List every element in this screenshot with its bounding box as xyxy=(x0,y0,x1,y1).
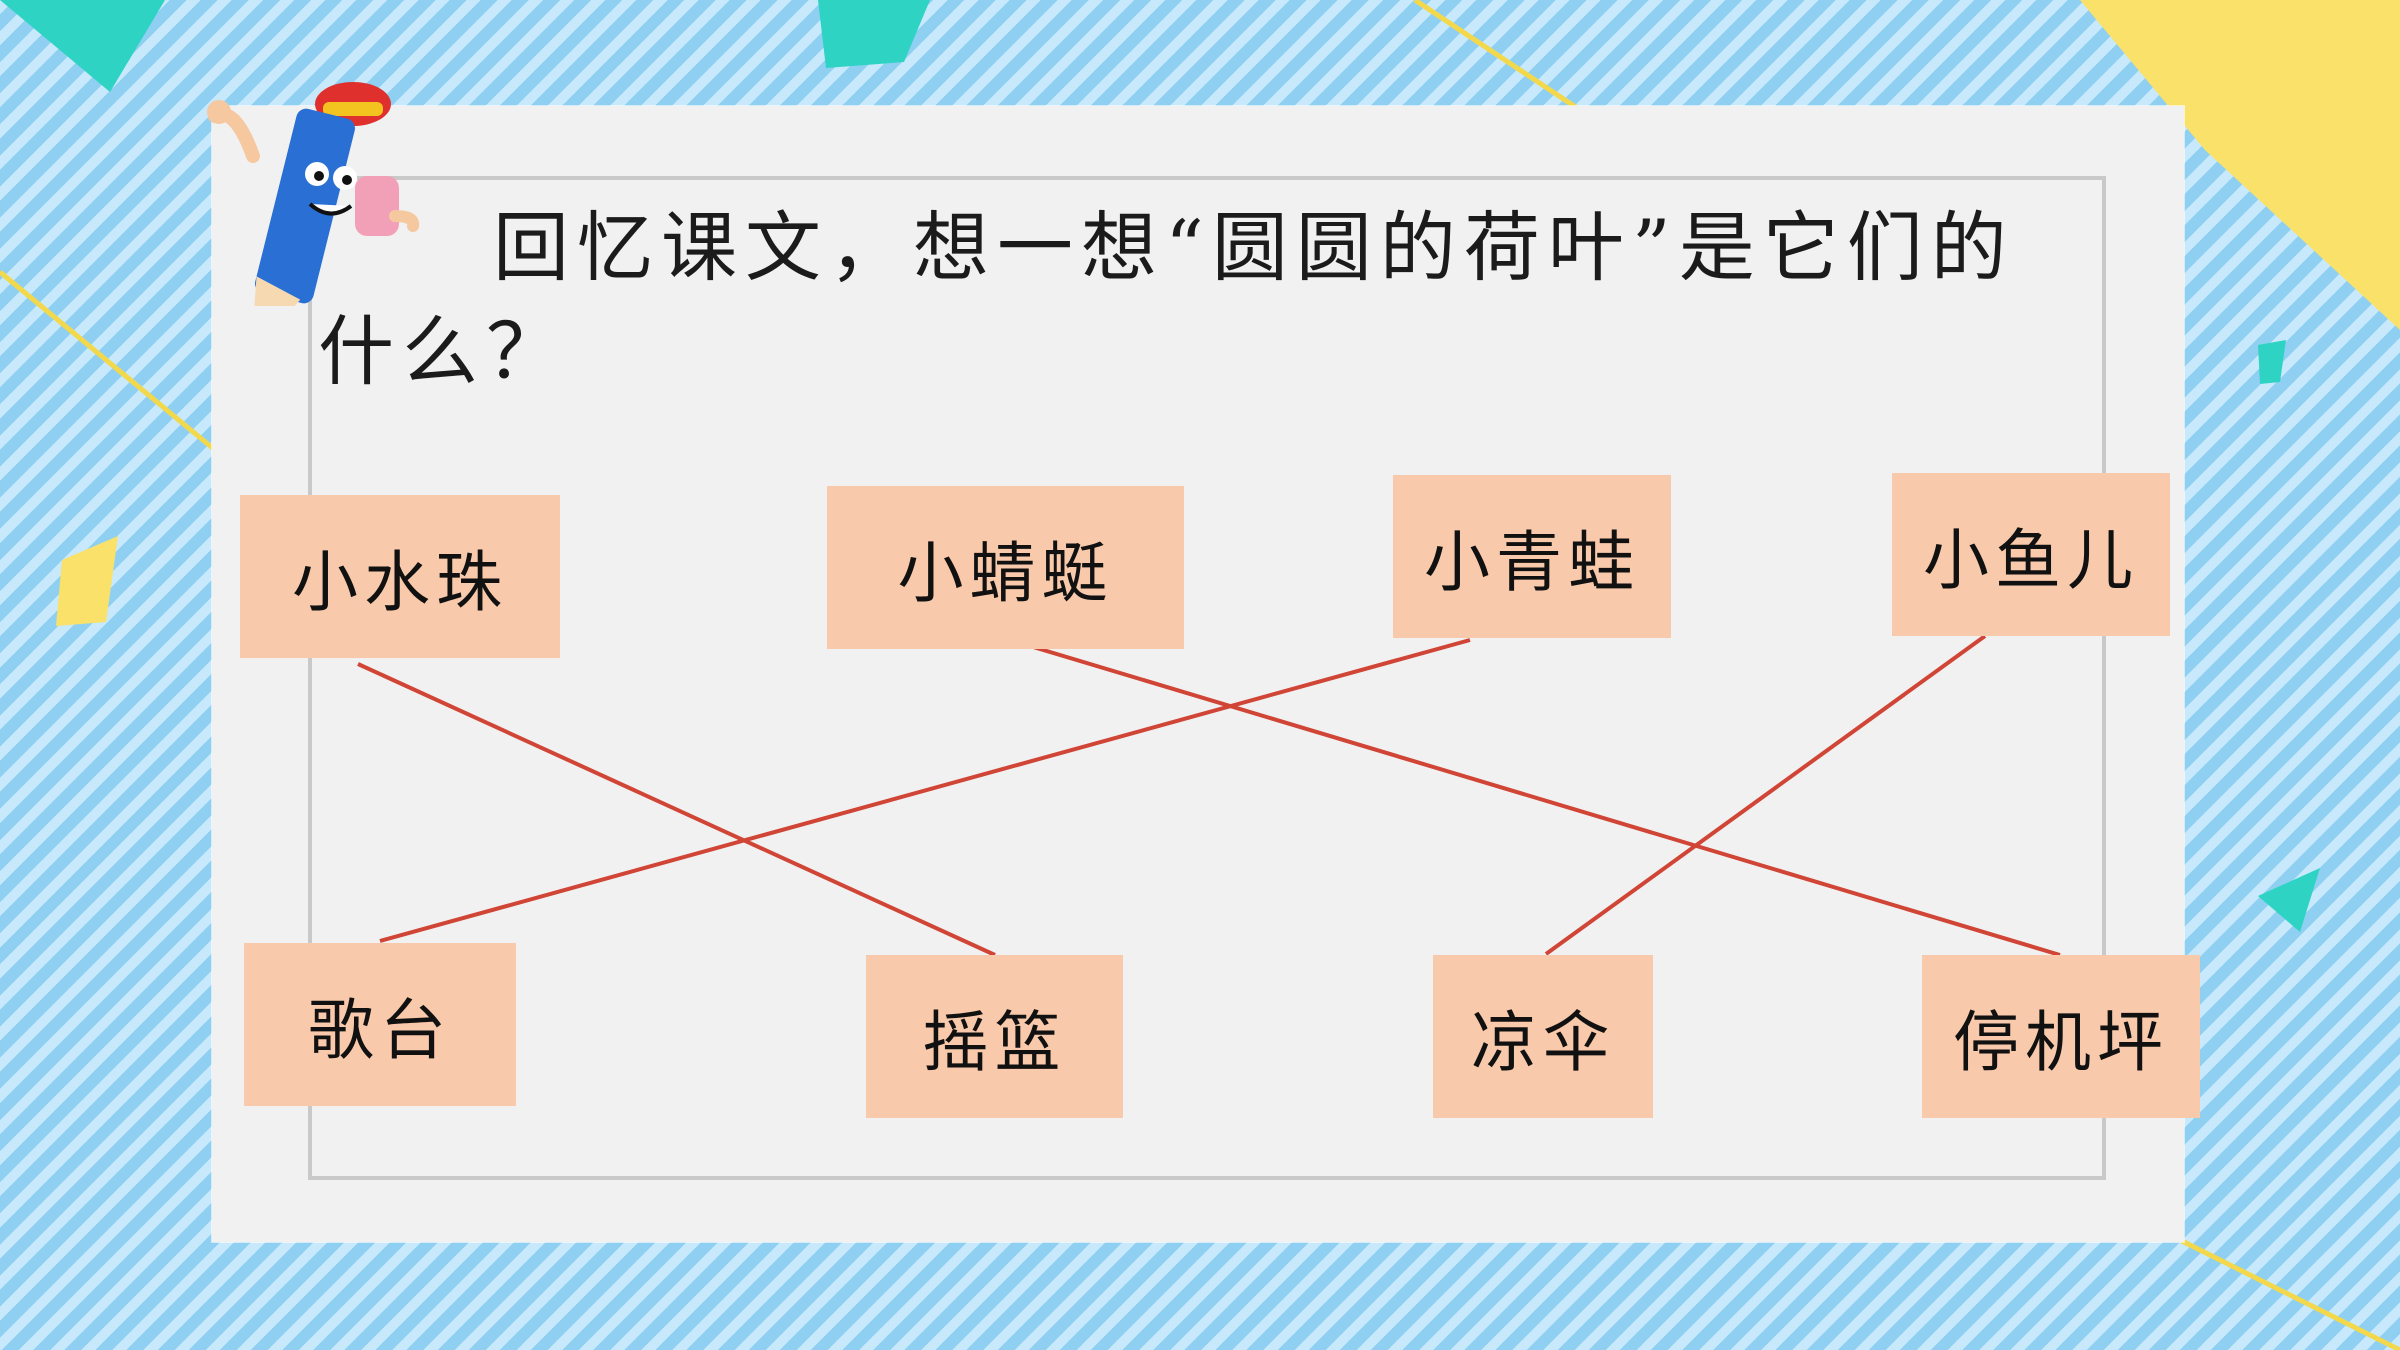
content-card xyxy=(212,106,2184,1242)
label-helipad[interactable]: 停机坪 xyxy=(1922,955,2200,1118)
pencil-mascot-icon xyxy=(207,82,420,306)
yellow-triangle-top-right xyxy=(2080,0,2400,330)
teal-diamond-right xyxy=(2258,340,2286,384)
label-fish[interactable]: 小鱼儿 xyxy=(1892,473,2170,636)
label-water-drop[interactable]: 小水珠 xyxy=(240,495,560,658)
teal-triangle-right xyxy=(2258,868,2320,932)
teal-triangle-top-left xyxy=(0,0,165,92)
question-text: 回忆课文，想一想“圆圆的荷叶”是它们的什么？ xyxy=(318,203,2015,396)
match-line-fish-parasol xyxy=(1544,634,1987,956)
yellow-stripe-bottom xyxy=(2178,1237,2400,1350)
label-dragonfly[interactable]: 小蜻蜓 xyxy=(827,486,1184,649)
match-line-dragonfly-helipad xyxy=(1009,638,2061,957)
label-parasol[interactable]: 凉伞 xyxy=(1433,955,1653,1118)
yellow-diamond-left xyxy=(56,536,118,626)
yellow-stripe-top xyxy=(1413,0,1582,113)
label-frog[interactable]: 小青蛙 xyxy=(1393,475,1671,638)
match-line-frog-stage xyxy=(379,638,1471,943)
card-inner-frame xyxy=(308,176,2106,1180)
label-stage[interactable]: 歌台 xyxy=(244,943,516,1106)
yellow-stripe-left xyxy=(0,270,217,452)
match-line-water-drop-cradle xyxy=(357,662,996,957)
label-cradle[interactable]: 摇篮 xyxy=(866,955,1123,1118)
teal-quad-top xyxy=(818,0,930,68)
